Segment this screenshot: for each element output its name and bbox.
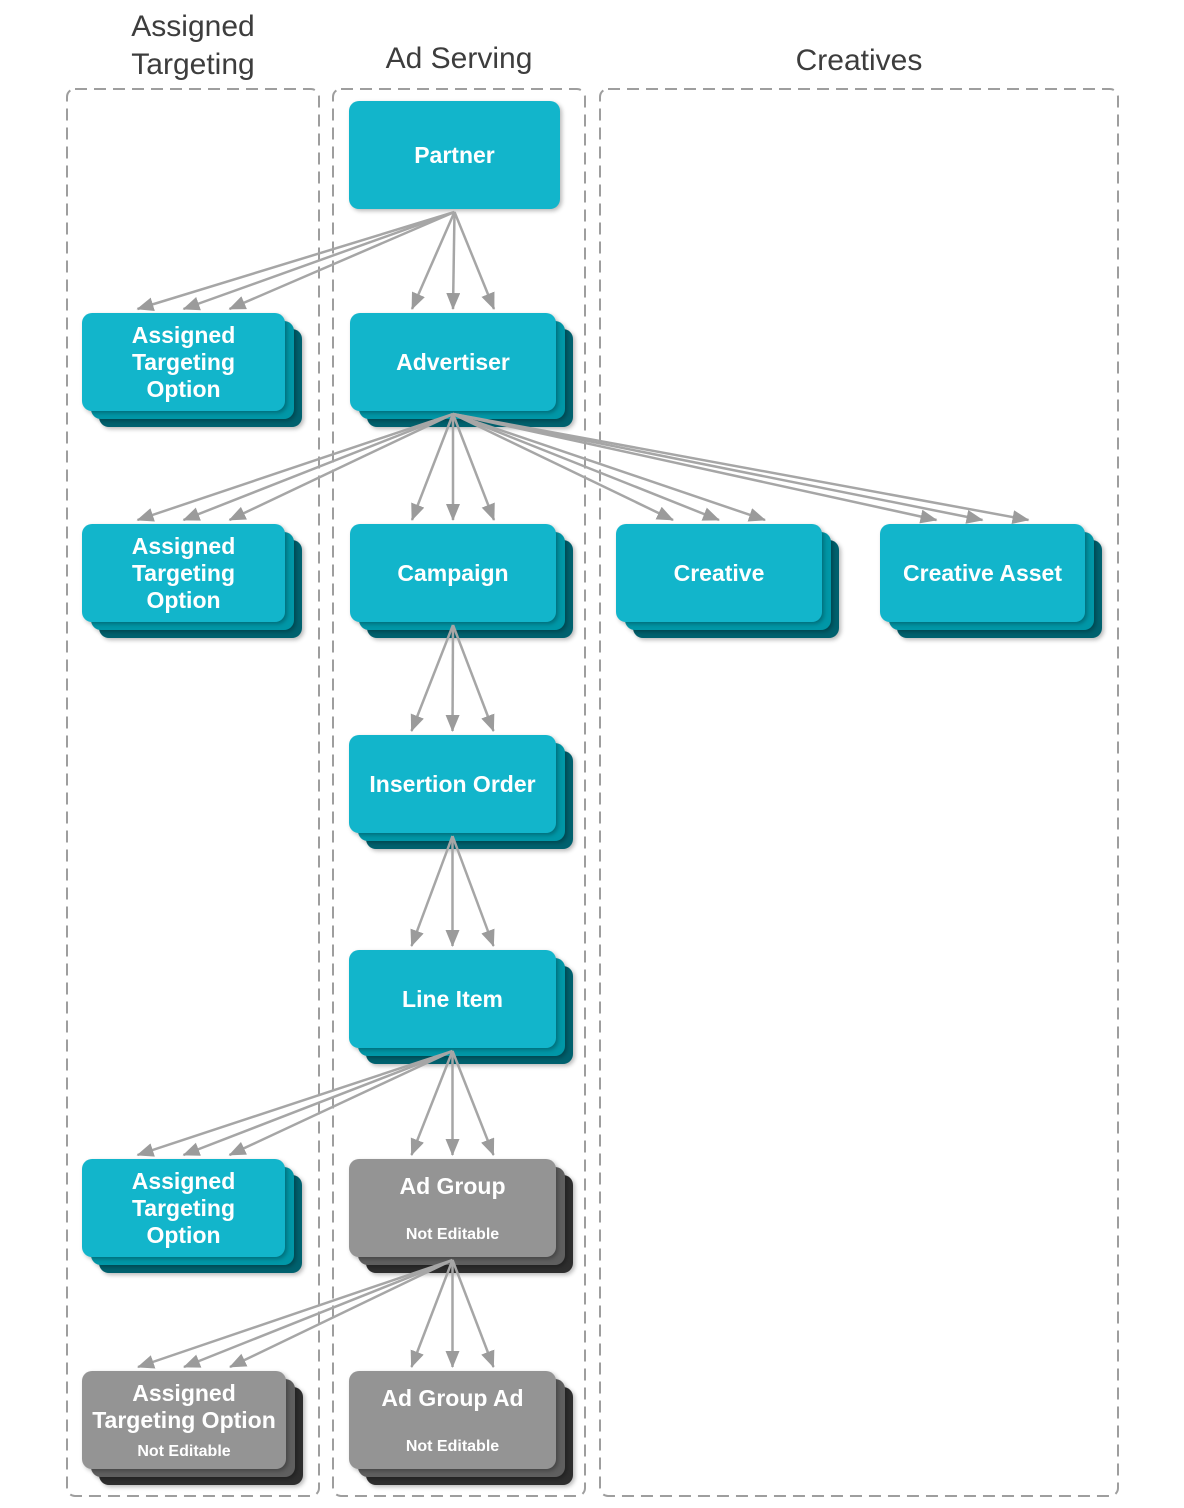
node-label: Campaign <box>397 559 509 586</box>
node-insertion-order: Insertion Order <box>349 735 573 849</box>
node-face: Campaign <box>350 524 556 622</box>
node-creative: Creative <box>616 524 839 638</box>
node-label: Creative Asset <box>903 559 1062 586</box>
node-face: Insertion Order <box>349 735 556 833</box>
node-label: Assigned Targeting Option <box>131 532 236 613</box>
node-line-item: Line Item <box>349 950 573 1064</box>
node-label: Ad Group Ad <box>381 1384 524 1411</box>
column-border-assigned-targeting <box>66 88 320 1497</box>
node-sublabel: Not Editable <box>137 1442 231 1460</box>
node-label: Assigned Targeting Option <box>131 321 236 402</box>
node-partner: Partner <box>349 101 560 209</box>
node-ad-group-ad: Ad Group Ad Not Editable <box>349 1371 573 1485</box>
node-campaign: Campaign <box>350 524 573 638</box>
node-face: Line Item <box>349 950 556 1048</box>
column-border-ad-serving <box>332 88 586 1497</box>
node-creative-asset: Creative Asset <box>880 524 1102 638</box>
column-border-creatives <box>599 88 1119 1497</box>
node-label: Assigned Targeting Option <box>131 1167 236 1248</box>
node-face: Creative <box>616 524 822 622</box>
node-label: Assigned Targeting Option <box>92 1379 276 1433</box>
node-assigned-targeting-option-1: Assigned Targeting Option <box>82 313 302 427</box>
column-title-ad-serving: Ad Serving <box>385 42 533 75</box>
node-face: Assigned Targeting Option <box>82 1159 285 1257</box>
node-face: Partner <box>349 101 560 209</box>
node-label: Insertion Order <box>369 770 536 797</box>
node-label: Line Item <box>402 985 503 1012</box>
node-advertiser: Advertiser <box>350 313 573 427</box>
column-title-assigned-targeting: Assigned Targeting <box>131 10 255 81</box>
node-face: Assigned Targeting Option <box>82 313 285 411</box>
node-sublabel: Not Editable <box>405 1437 500 1455</box>
node-face: Assigned Targeting Option <box>82 524 285 622</box>
node-sublabel: Not Editable <box>405 1225 500 1243</box>
column-title-creatives: Creatives <box>795 44 923 77</box>
node-face: Advertiser <box>350 313 556 411</box>
node-label: Partner <box>414 141 495 168</box>
node-label: Advertiser <box>396 348 510 375</box>
node-assigned-targeting-option-2: Assigned Targeting Option <box>82 524 302 638</box>
node-face: Creative Asset <box>880 524 1085 622</box>
node-assigned-targeting-option-3: Assigned Targeting Option <box>82 1159 302 1273</box>
node-label: Creative <box>673 559 765 586</box>
node-label: Ad Group <box>399 1172 506 1199</box>
node-face: Ad Group Ad Not Editable <box>349 1371 556 1469</box>
